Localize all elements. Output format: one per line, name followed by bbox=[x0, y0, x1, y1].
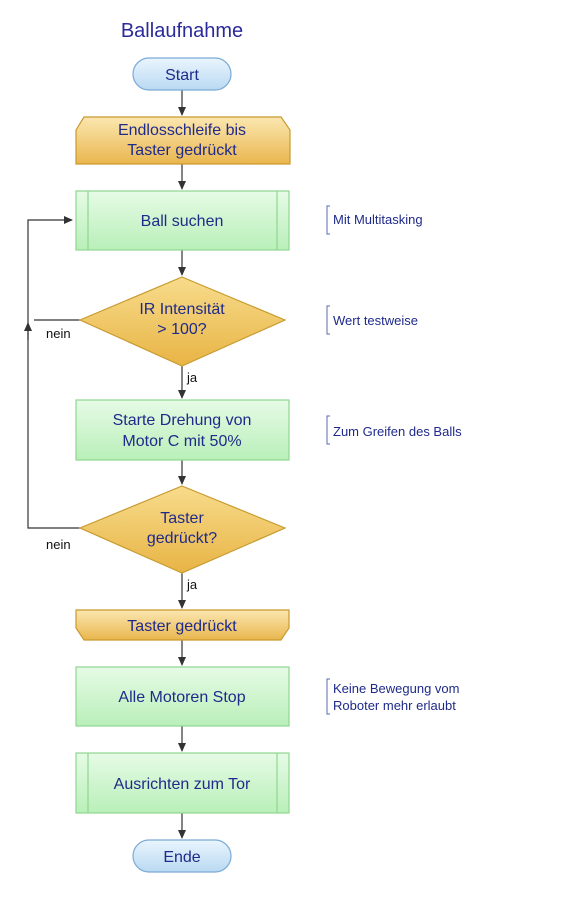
ausrichten-node: Ausrichten zum Tor bbox=[75, 752, 290, 814]
connectors bbox=[24, 90, 186, 839]
taster-no-label: nein bbox=[46, 537, 71, 552]
note-multitasking: Mit Multitasking bbox=[326, 205, 423, 235]
ende-node: Ende bbox=[132, 839, 232, 873]
loop-begin-line2: Taster gedrückt bbox=[127, 142, 237, 159]
taster-yes-label: ja bbox=[186, 577, 198, 592]
start-node: Start bbox=[132, 57, 232, 91]
ball-suchen-label: Ball suchen bbox=[141, 213, 224, 230]
note-greifen-text: Zum Greifen des Balls bbox=[333, 424, 462, 439]
motoren-stop-label: Alle Motoren Stop bbox=[118, 689, 245, 706]
ir-yes-label: ja bbox=[186, 370, 198, 385]
ball-suchen-node: Ball suchen bbox=[75, 190, 290, 251]
ausrichten-label: Ausrichten zum Tor bbox=[114, 776, 251, 793]
ir-decision-line2: > 100? bbox=[157, 321, 206, 338]
start-label: Start bbox=[165, 67, 199, 84]
ir-decision-node: IR Intensität > 100? bbox=[78, 276, 287, 367]
note-wert: Wert testweise bbox=[326, 305, 418, 335]
ende-label: Ende bbox=[163, 849, 200, 866]
ir-no-label: nein bbox=[46, 326, 71, 341]
note-multitasking-text: Mit Multitasking bbox=[333, 212, 423, 227]
diagram-title: Ballaufnahme bbox=[121, 20, 243, 42]
motoren-stop-node: Alle Motoren Stop bbox=[75, 666, 290, 727]
taster-decision-line1: Taster bbox=[160, 510, 204, 527]
loop-end-label: Taster gedrückt bbox=[127, 618, 237, 635]
ir-decision-line1: IR Intensität bbox=[139, 301, 225, 318]
note-greifen: Zum Greifen des Balls bbox=[326, 415, 462, 445]
taster-decision-node: Taster gedrückt? bbox=[78, 485, 287, 574]
loop-begin-node: Endlosschleife bis Taster gedrückt bbox=[75, 116, 291, 165]
connector-taster-nein-loop bbox=[27, 216, 80, 529]
drehung-line1: Starte Drehung von bbox=[113, 412, 252, 429]
note-wert-text: Wert testweise bbox=[333, 313, 418, 328]
loop-end-node: Taster gedrückt bbox=[75, 609, 290, 641]
note-bewegung-line2: Roboter mehr erlaubt bbox=[333, 698, 456, 713]
note-bewegung: Keine Bewegung vom Roboter mehr erlaubt bbox=[326, 678, 459, 715]
drehung-node: Starte Drehung von Motor C mit 50% bbox=[75, 399, 290, 461]
taster-decision-line2: gedrückt? bbox=[147, 530, 217, 547]
loop-begin-line1: Endlosschleife bis bbox=[118, 122, 246, 139]
drehung-line2: Motor C mit 50% bbox=[122, 433, 241, 450]
note-bewegung-line1: Keine Bewegung vom bbox=[333, 681, 459, 696]
